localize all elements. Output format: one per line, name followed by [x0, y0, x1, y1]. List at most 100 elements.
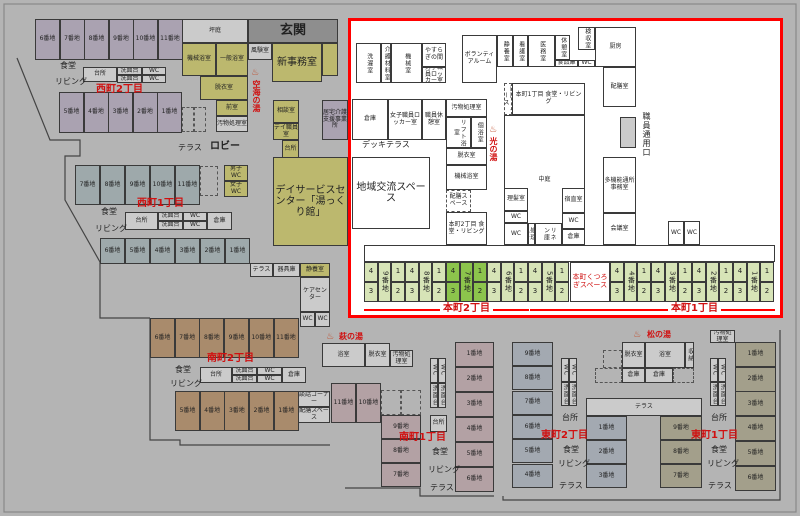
room-2[interactable]: 2 [391, 282, 405, 302]
unit-east1[interactable]: 1番地 [735, 342, 776, 367]
unit-west2[interactable]: 6番地 [35, 19, 60, 60]
room-3[interactable]: 3 [528, 282, 542, 302]
room-2[interactable]: 2 [514, 282, 528, 302]
unit-west1[interactable]: 5番地 [125, 238, 150, 264]
unit-west2[interactable]: 10番地 [133, 19, 158, 60]
unit-west1[interactable]: 7番地 [75, 165, 100, 205]
entrance[interactable]: 玄関 [248, 19, 338, 43]
room-3[interactable]: 3 [610, 282, 624, 302]
lot-label[interactable]: 9番地 [378, 262, 391, 302]
unit-west2[interactable]: 8番地 [84, 19, 109, 60]
staff-entrance-label[interactable]: 職員通用口 [642, 112, 651, 157]
room-3[interactable]: 3 [405, 282, 419, 302]
room-1[interactable]: 1 [391, 262, 405, 282]
unit-south2[interactable]: 9番地 [224, 318, 250, 358]
unit-south2[interactable]: 3番地 [224, 391, 250, 431]
lot-label[interactable]: 2番地 [706, 262, 719, 302]
unit-east2[interactable]: 8番地 [512, 366, 553, 391]
unit-west1[interactable]: 2番地 [200, 238, 225, 264]
room-1[interactable]: 1 [514, 262, 528, 282]
unit-west2[interactable]: 4番地 [83, 92, 109, 133]
unit-west2[interactable]: 7番地 [59, 19, 85, 60]
lot-label[interactable]: 7番地 [460, 262, 473, 302]
unit-west1[interactable]: 3番地 [175, 238, 200, 264]
unit-west2[interactable]: 5番地 [59, 92, 84, 133]
unit-west1[interactable]: 1番地 [225, 238, 250, 264]
unit-south1[interactable]: 6番地 [455, 467, 494, 492]
room-4[interactable]: 4 [610, 262, 624, 282]
room-4[interactable]: 4 [364, 262, 378, 282]
room-4[interactable]: 4 [692, 262, 706, 282]
unit-west2[interactable]: 9番地 [108, 19, 134, 60]
room-3[interactable]: 3 [446, 282, 460, 302]
unit-east2[interactable]: 5番地 [512, 439, 553, 464]
lot-label[interactable]: 1番地 [747, 262, 760, 302]
room-2[interactable]: 2 [637, 282, 651, 302]
room-4[interactable]: 4 [487, 262, 501, 282]
unit-south1[interactable]: 2番地 [455, 367, 494, 392]
unit-south1[interactable]: 1番地 [455, 342, 494, 367]
unit-east1[interactable]: 6番地 [735, 465, 776, 491]
room-2[interactable]: 2 [473, 282, 487, 302]
room-4[interactable]: 4 [446, 262, 460, 282]
unit-south2[interactable]: 6番地 [150, 318, 175, 358]
unit-east1[interactable]: 3番地 [735, 391, 776, 417]
unit-south1[interactable]: 5番地 [455, 442, 494, 467]
unit-south1[interactable]: 7番地 [381, 463, 421, 487]
unit-south1[interactable]: 8番地 [381, 439, 421, 463]
room-1[interactable]: 1 [719, 262, 733, 282]
unit-east2[interactable]: 6番地 [512, 414, 553, 439]
unit-west1[interactable]: 4番地 [150, 238, 175, 264]
lot-label[interactable]: 6番地 [501, 262, 514, 302]
unit-west1[interactable]: 9番地 [125, 165, 150, 205]
room-2[interactable]: 2 [555, 282, 569, 302]
unit-south2[interactable]: 1番地 [273, 391, 299, 431]
unit-west1[interactable]: 10番地 [150, 165, 175, 205]
room-3[interactable]: 3 [651, 282, 665, 302]
unit-south1[interactable]: 9番地 [381, 415, 421, 439]
unit-east2[interactable]: 1番地 [586, 416, 627, 440]
unit-east2[interactable]: 3番地 [586, 464, 627, 488]
room-1[interactable]: 1 [432, 262, 446, 282]
room-3[interactable]: 3 [692, 282, 706, 302]
lot-label[interactable]: 5番地 [542, 262, 555, 302]
unit-east1[interactable]: 9番地 [660, 416, 702, 440]
unit-east1[interactable]: 7番地 [660, 464, 702, 488]
lot-label[interactable]: 3番地 [665, 262, 678, 302]
unit-south1[interactable]: 10番地 [356, 383, 381, 423]
room-1[interactable]: 1 [637, 262, 651, 282]
lot-label[interactable]: 4番地 [624, 262, 637, 302]
unit-south2[interactable]: 8番地 [199, 318, 225, 358]
unit-west2[interactable]: 1番地 [157, 92, 182, 133]
unit-south2[interactable]: 4番地 [199, 391, 225, 431]
unit-south1[interactable]: 4番地 [455, 417, 494, 442]
unit-east1[interactable]: 8番地 [660, 440, 702, 464]
room-3[interactable]: 3 [364, 282, 378, 302]
unit-south2[interactable]: 5番地 [175, 391, 200, 431]
room-2[interactable]: 2 [432, 282, 446, 302]
unit-west2[interactable]: 2番地 [132, 92, 158, 133]
unit-south1[interactable]: 11番地 [331, 383, 356, 423]
room-1[interactable]: 1 [678, 262, 692, 282]
room-4[interactable]: 4 [733, 262, 747, 282]
room-3[interactable]: 3 [733, 282, 747, 302]
room-3[interactable]: 3 [487, 282, 501, 302]
unit-south2[interactable]: 10番地 [248, 318, 274, 358]
unit-east2[interactable]: 9番地 [512, 342, 553, 366]
unit-south1[interactable]: 3番地 [455, 392, 494, 417]
unit-south2[interactable]: 7番地 [174, 318, 200, 358]
lot-label[interactable]: 8番地 [419, 262, 432, 302]
room-4[interactable]: 4 [405, 262, 419, 282]
unit-west1[interactable]: 6番地 [100, 238, 125, 264]
room-1[interactable]: 1 [760, 262, 774, 282]
unit-east2[interactable]: 7番地 [512, 390, 553, 415]
unit-south2[interactable]: 2番地 [249, 391, 275, 431]
unit-east1[interactable]: 5番地 [735, 440, 776, 466]
unit-west1[interactable]: 8番地 [100, 165, 125, 205]
unit-east2[interactable]: 4番地 [512, 463, 553, 488]
room-2[interactable]: 2 [760, 282, 774, 302]
room-1[interactable]: 1 [555, 262, 569, 282]
unit-west2[interactable]: 3番地 [108, 92, 133, 133]
unit-east1[interactable]: 4番地 [735, 416, 776, 442]
room-2[interactable]: 2 [719, 282, 733, 302]
